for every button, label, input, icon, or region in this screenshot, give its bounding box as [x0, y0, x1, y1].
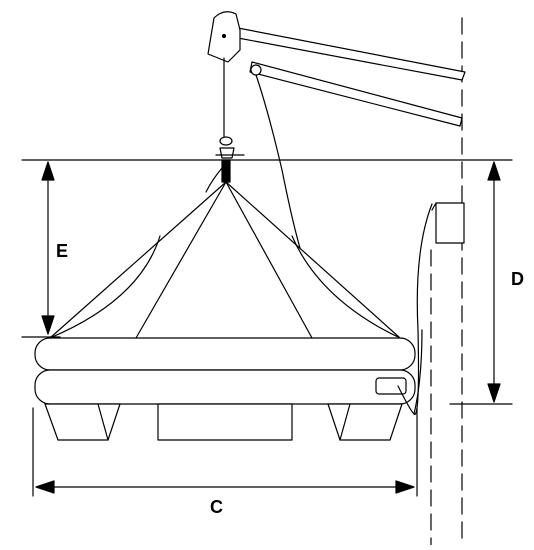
container-cradle	[431, 202, 465, 244]
hoist-wire	[223, 57, 301, 249]
dimension-e	[41, 161, 55, 335]
painter-line	[397, 203, 433, 415]
dimension-d	[487, 161, 501, 403]
raft-bottom	[44, 403, 403, 441]
raft-slings	[49, 181, 401, 339]
release-hook	[205, 136, 245, 193]
label-d: D	[511, 269, 524, 289]
label-c: C	[210, 497, 223, 517]
davit-arm	[237, 27, 466, 127]
davit-head	[207, 11, 262, 76]
ship-hull-lines	[430, 17, 463, 546]
label-e: E	[56, 241, 68, 261]
liferaft-body	[34, 337, 416, 405]
dimension-c	[32, 407, 418, 497]
